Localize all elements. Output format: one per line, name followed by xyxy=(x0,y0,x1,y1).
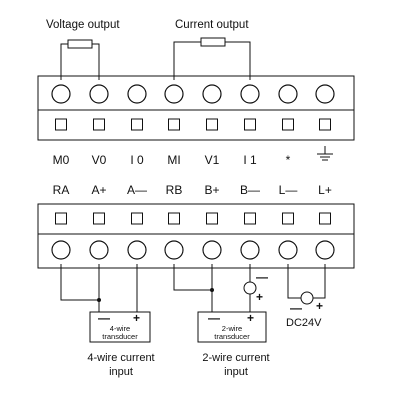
supply-label: DC24V xyxy=(286,317,322,329)
two-wire-name-1: 2-wire xyxy=(222,324,242,333)
l-minus-wire xyxy=(287,264,301,299)
top-terminal-block xyxy=(37,75,355,141)
bottom-terminal-label: A+ xyxy=(91,183,106,197)
bottom-terminal-square xyxy=(282,212,294,225)
junction-dot xyxy=(210,288,214,292)
top-terminal-square xyxy=(93,118,105,131)
top-terminal-square xyxy=(206,118,218,131)
top-terminal-square xyxy=(244,118,256,131)
four-wire-caption-2: input xyxy=(109,366,133,378)
ra-wire xyxy=(60,264,99,301)
l-plus-wire xyxy=(313,264,326,299)
bottom-terminal-screw xyxy=(315,240,335,260)
four-wire-name-2: transducer xyxy=(102,332,138,341)
top-terminal-screw xyxy=(51,84,71,104)
bottom-terminal-row xyxy=(51,212,335,260)
current-output-wire xyxy=(173,41,251,80)
four-wire-transducer xyxy=(89,311,151,343)
top-terminal-screw xyxy=(164,84,184,104)
four-wire-caption-1: 4-wire current xyxy=(87,352,154,364)
bottom-terminal-square xyxy=(131,212,143,225)
two-wire-caption-2: input xyxy=(224,366,248,378)
bottom-terminal-screw xyxy=(278,240,298,260)
input-wiring xyxy=(60,264,326,343)
dc24v-supply-icon xyxy=(300,291,314,305)
top-terminal-screw xyxy=(89,84,109,104)
bottom-terminal-square xyxy=(319,212,331,225)
two-wire-transducer xyxy=(197,311,267,343)
voltage-output-label: Voltage output xyxy=(46,19,120,31)
two-wire-minus: — xyxy=(208,311,220,325)
ground-icon xyxy=(317,146,333,161)
bottom-terminal-label: L— xyxy=(279,183,298,197)
bottom-terminal-screw xyxy=(202,240,222,260)
four-wire-name-1: 4-wire xyxy=(110,324,130,333)
bottom-terminal-label: RB xyxy=(166,183,183,197)
top-terminal-square xyxy=(282,118,294,131)
top-terminal-labels: M0 V0 I 0 MI V1 I 1 * xyxy=(53,153,291,167)
top-terminal-label: * xyxy=(286,153,291,167)
current-meter-icon xyxy=(243,281,257,295)
bottom-terminal-label: L+ xyxy=(318,183,332,197)
bottom-terminal-labels: RA A+ A— RB B+ B— L— L+ xyxy=(53,183,332,197)
voltage-load-resistor xyxy=(67,39,93,49)
bottom-terminal-screw xyxy=(127,240,147,260)
top-terminal-square xyxy=(55,118,67,131)
bottom-terminal-screw xyxy=(240,240,260,260)
bottom-terminal-square xyxy=(206,212,218,225)
bottom-terminal-screw xyxy=(51,240,71,260)
top-terminal-label: MI xyxy=(167,153,180,167)
two-wire-name-2: transducer xyxy=(214,332,250,341)
output-wiring xyxy=(60,37,251,80)
rb-wire xyxy=(173,264,212,291)
top-terminal-screw xyxy=(315,84,335,104)
meter-minus: — xyxy=(256,270,268,284)
top-terminal-label: V1 xyxy=(205,153,220,167)
bottom-terminal-label: A— xyxy=(127,183,147,197)
top-terminal-label: M0 xyxy=(53,153,70,167)
top-terminal-screw xyxy=(278,84,298,104)
four-wire-plus: + xyxy=(133,311,140,325)
bottom-terminal-label: B— xyxy=(240,183,260,197)
bottom-terminal-screw xyxy=(89,240,109,260)
top-terminal-screw xyxy=(202,84,222,104)
bottom-terminal-square xyxy=(55,212,67,225)
voltage-output-wire xyxy=(60,43,100,80)
bottom-terminal-screw xyxy=(164,240,184,260)
top-terminal-screw xyxy=(127,84,147,104)
top-terminal-square xyxy=(131,118,143,131)
junction-dot xyxy=(97,298,101,302)
top-terminal-square xyxy=(319,118,331,131)
bottom-terminal-label: RA xyxy=(53,183,70,197)
bottom-terminal-square xyxy=(244,212,256,225)
bottom-terminal-square xyxy=(168,212,180,225)
meter-plus: + xyxy=(256,290,263,304)
top-terminal-label: I 0 xyxy=(130,153,144,167)
current-output-label: Current output xyxy=(175,19,249,31)
supply-minus: — xyxy=(290,301,302,315)
supply-plus: + xyxy=(316,299,323,313)
top-terminal-square xyxy=(168,118,180,131)
bottom-terminal-square xyxy=(93,212,105,225)
two-wire-plus: + xyxy=(247,311,254,325)
current-load-resistor xyxy=(200,37,226,47)
top-terminal-row xyxy=(51,84,335,131)
bottom-terminal-block xyxy=(37,203,355,269)
bottom-terminal-label: B+ xyxy=(204,183,219,197)
top-terminal-label: V0 xyxy=(92,153,107,167)
two-wire-caption-1: 2-wire current xyxy=(202,352,269,364)
top-terminal-label: I 1 xyxy=(243,153,257,167)
four-wire-minus: — xyxy=(98,311,110,325)
top-terminal-screw xyxy=(240,84,260,104)
